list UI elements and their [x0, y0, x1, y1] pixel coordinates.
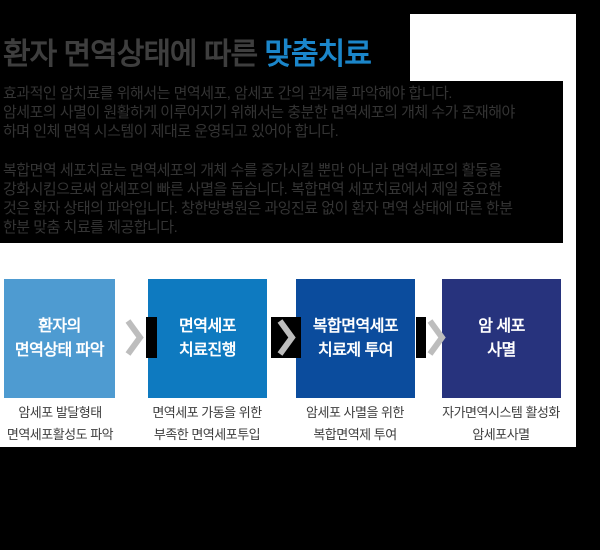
process-step-4-box: 암 세포 사멸: [442, 279, 561, 398]
process-step-2-caption: 면역세포 가동을 위한 부족한 면역세포투입: [132, 402, 282, 446]
intro-paragraph-2-line-4: 한분 맞춤 치료를 제공합니다.: [3, 219, 178, 236]
page-background-title-gap: [410, 14, 576, 81]
process-step-2-caption-line-2: 부족한 면역세포투입: [153, 427, 261, 442]
intro-paragraph-2-line-3: 것은 환자 상태의 파악입니다. 창한방병원은 과잉진료 없이 환자 면역 상태…: [3, 200, 513, 217]
page-background-right-strip: [563, 81, 576, 243]
chevron-right-icon: [125, 319, 144, 356]
process-step-4-caption: 자가면역시스템 활성화 암세포사멸: [426, 402, 576, 446]
process-step-1-box: 환자의 면역상태 파악: [4, 279, 115, 398]
process-step-4-caption-line-2: 암세포사멸: [472, 427, 530, 442]
page-title: 환자 면역상태에 따른 맞춤치료: [3, 38, 600, 72]
process-step-1-caption-line-1: 암세포 발달형태: [18, 405, 102, 420]
intro-paragraph-2-line-2: 강화시킴으로써 암세포의 빠른 사멸을 돕습니다. 복합면역 세포치료에서 제일…: [3, 181, 502, 198]
intro-paragraph-1-line-3: 하며 인체 면역 시스템이 제대로 운영되고 있어야 합니다.: [3, 123, 339, 140]
arrow-3-black-bar: [416, 317, 426, 358]
page-title-prefix: 환자 면역상태에 따른: [3, 38, 265, 72]
process-step-2-box: 면역세포 치료진행: [148, 279, 267, 398]
process-step-1-caption-line-2: 면역세포활성도 파악: [6, 427, 114, 442]
intro-paragraph-1-line-2: 암세포의 사멸이 원활하게 이루어지기 위해서는 충분한 면역세포의 개체 수가…: [3, 104, 515, 121]
process-step-1-caption: 암세포 발달형태 면역세포활성도 파악: [0, 402, 135, 446]
process-step-2-label-line-1: 면역세포: [179, 317, 236, 335]
arrow-1-black-bar: [146, 317, 157, 358]
intro-paragraph-1-line-1: 효과적인 암치료를 위해서는 면역세포, 암세포 간의 관계를 파악해야 합니다…: [3, 85, 452, 102]
process-step-3-caption: 암세포 사멸을 위한 복합면역제 투여: [280, 402, 430, 446]
intro-paragraph-2: 복합면역 세포치료는 면역세포의 개체 수를 증가시킬 뿐만 아니라 면역세포의…: [3, 161, 513, 237]
chevron-right-icon: [277, 319, 296, 356]
page-title-highlight: 맞춤치료: [264, 38, 371, 72]
process-step-2-caption-line-1: 면역세포 가동을 위한: [152, 405, 262, 420]
process-step-2-label-line-2: 치료진행: [179, 341, 236, 359]
arrow-2-black-block: [271, 317, 301, 358]
process-step-4-caption-line-1: 자가면역시스템 활성화: [442, 405, 560, 420]
process-step-3-box: 복합면역세포 치료제 투여: [296, 279, 415, 398]
process-step-1-label-line-2: 면역상태 파악: [14, 341, 105, 359]
process-step-3-caption-line-2: 복합면역제 투여: [313, 427, 397, 442]
process-step-1-label-line-1: 환자의: [38, 317, 81, 335]
process-step-3-label-line-1: 복합면역세포: [312, 317, 399, 335]
intro-paragraph-2-line-1: 복합면역 세포치료는 면역세포의 개체 수를 증가시킬 뿐만 아니라 면역세포의…: [3, 162, 502, 179]
process-step-4-label-line-1: 암 세포: [478, 317, 525, 335]
process-step-4-label-line-2: 사멸: [487, 341, 516, 359]
chevron-right-icon: [427, 319, 446, 356]
intro-paragraph-1: 효과적인 암치료를 위해서는 면역세포, 암세포 간의 관계를 파악해야 합니다…: [3, 84, 515, 141]
process-step-3-label-line-2: 치료제 투여: [317, 341, 394, 359]
process-step-3-caption-line-1: 암세포 사멸을 위한: [306, 405, 404, 420]
